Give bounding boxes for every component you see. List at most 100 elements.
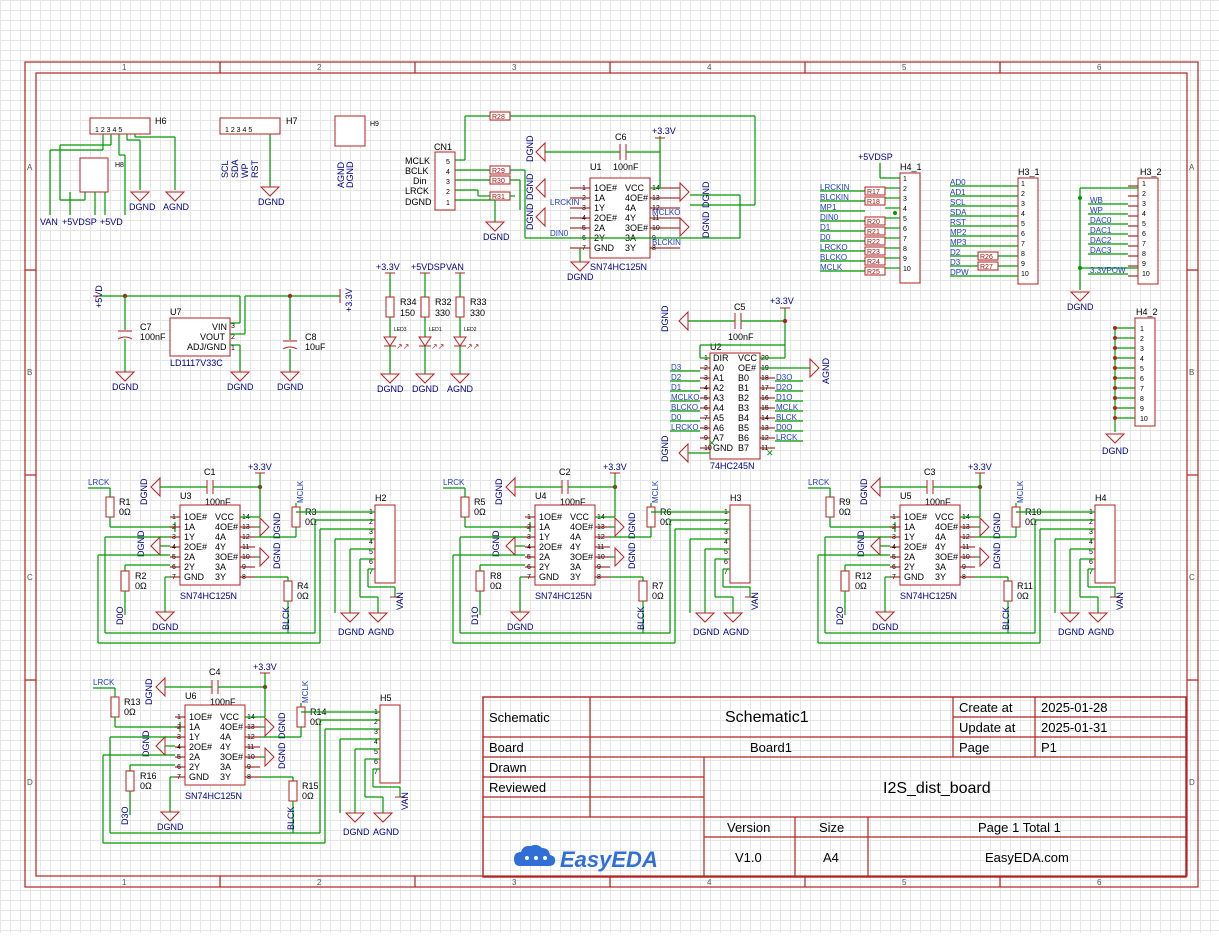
channel-pin-left: 2OE# (189, 742, 212, 752)
channel-cap-val: 100nF (205, 497, 231, 507)
u1-pin-left: 1A (594, 193, 605, 203)
u1-pin-right: 3OE# (625, 223, 648, 233)
channel-pin-right: 4Y (935, 542, 946, 552)
u2-pin-left: A3 (713, 393, 724, 403)
channel-header-dgnd: DGND (1058, 627, 1085, 637)
channel-pin-left: 1Y (539, 532, 550, 542)
header-h7[interactable]: 1 2 3 4 5 H7 SCL SDA WP RST DGND (219, 116, 298, 207)
tb-version-value: V1.0 (735, 850, 762, 865)
header-h4-1[interactable]: H4_1 +5VDSP 12345678910LRCKINBLCKINMP1DI… (820, 152, 922, 284)
channel-pin-right: 4OE# (570, 522, 593, 532)
channel-pin-left: GND (539, 572, 560, 582)
channel-pin-left: 1OE# (189, 712, 212, 722)
tb-website: EasyEDA.com (985, 850, 1069, 865)
header-h6[interactable]: 1 2 3 4 5 H6 DGND AGND (49, 116, 190, 215)
h4-1-resistor: R25 (867, 269, 880, 276)
h4-1-net: BLCKIN (820, 193, 849, 202)
h4-2-pin-num: 2 (1140, 336, 1144, 343)
led-resistor: R33 (470, 297, 487, 307)
header-h8[interactable]: H8 VAN +5VDSP +5VD (40, 157, 124, 227)
channel-header-pin-num: 4 (369, 539, 373, 546)
channel-ic-ref: U6 (185, 691, 197, 701)
channel-header-pin-num: 7 (724, 569, 728, 576)
channel-header-pin-num: 2 (1089, 519, 1093, 526)
header-h3-2[interactable]: H3_2 12345678910WBWPDAC0DAC1DAC2DAC33.3V… (1067, 167, 1162, 312)
u1-gnd-bottom: DGND (567, 272, 594, 282)
row-label-a-right: A (1189, 163, 1195, 172)
h3-1-pin-num: 2 (1021, 191, 1025, 198)
h4-2-ref: H4_2 (1136, 307, 1158, 317)
h3-1-pin-num: 4 (1021, 211, 1025, 218)
u2-pin-left: DIR (713, 353, 729, 363)
r30-ref: R30 (492, 178, 505, 185)
cn1-pin-lrck: LRCK (405, 186, 429, 196)
regulator-u7[interactable]: +5VD C7 100nF ADJ/GND DGND U7 VIN VOUT A… (93, 285, 354, 392)
channel-pin-left: 2OE# (539, 542, 562, 552)
led-resistor-value: 150 (400, 308, 415, 318)
channel-r-bot-val: 0Ω (140, 781, 152, 791)
channel-header-ref: H4 (1095, 493, 1107, 503)
channel-pin-right: VCC (570, 512, 590, 522)
channel-din-net: D3O (120, 806, 130, 825)
c6-ref: C6 (615, 132, 627, 142)
channel-u6[interactable]: LRCKR130ΩDGNDC4100nF+3.3VU61OE#11A21Y32O… (93, 662, 410, 844)
channel-dgnd-right-2: DGND (992, 542, 1002, 569)
channel-pin-right: 4Y (215, 542, 226, 552)
channel-din-net: D2O (835, 606, 845, 625)
channel-header-van: VAN (750, 592, 760, 610)
u2-pin-left: A5 (713, 413, 724, 423)
channel-u5[interactable]: LRCKR90ΩDGNDC3100nF+3.3VU51OE#11A21Y32OE… (808, 462, 1125, 644)
channel-r-bclk-val: 0Ω (1017, 591, 1029, 601)
h3-2-net: DAC0 (1090, 216, 1112, 225)
h3-1-pin-num: 10 (1021, 271, 1029, 278)
h8-net-van: VAN (40, 217, 58, 227)
h3-1-pin-num: 3 (1021, 201, 1025, 208)
u2-net-right: MCLK (776, 403, 799, 412)
h4-1-net: MP1 (820, 203, 837, 212)
title-block: Schematic Schematic1 Board Board1 Drawn … (482, 696, 1187, 878)
u2-pin-right: B3 (738, 403, 749, 413)
channel-u4[interactable]: LRCKR50ΩDGNDC2100nF+3.3VU41OE#11A21Y32OE… (443, 462, 760, 644)
u1-power: +3.3V (652, 126, 676, 136)
c7-ref: C7 (140, 322, 152, 332)
channel-pin-right: 4A (220, 732, 231, 742)
channel-cap-val: 100nF (925, 497, 951, 507)
u2-net-left: LRCKO (671, 423, 699, 432)
tb-reviewed-label: Reviewed (489, 780, 546, 795)
u2-pin-left: A7 (713, 433, 724, 443)
h3-1-net: SCL (950, 198, 966, 207)
h3-1-pin-num: 7 (1021, 241, 1025, 248)
led-ref: LED1 (429, 327, 442, 333)
channel-header-ref: H5 (380, 693, 392, 703)
channel-header-pin-num: 6 (724, 559, 728, 566)
h7-net-dgnd: DGND (258, 197, 285, 207)
channel-u3[interactable]: LRCKR10ΩDGNDC1100nF+3.3VU31OE#11A21Y32OE… (88, 462, 405, 644)
header-h9[interactable]: H9 AGND DGND (334, 115, 379, 188)
channel-header-pin-num: 6 (374, 759, 378, 766)
h4-1-resistor: R20 (867, 219, 880, 226)
h4-1-net: LRCKIN (820, 183, 850, 192)
h6-ref: H6 (155, 116, 167, 126)
channel-header-ref: H2 (375, 493, 387, 503)
tb-page-total: Page 1 Total 1 (978, 820, 1061, 835)
h3-2-pin-num: 5 (1142, 221, 1146, 228)
u1-gnd-right-1: DGND (701, 181, 711, 208)
h4-1-net: LRCKO (820, 243, 848, 252)
h3-2-pin-num: 10 (1142, 271, 1150, 278)
h4-2-pin-num: 1 (1140, 326, 1144, 333)
u1-pin-right: 3Y (625, 243, 636, 253)
header-h3-1[interactable]: H3_1 1AD02AD13SCL4SDA5RST6MP27MP38D29D31… (950, 167, 1040, 285)
u2-net-right: LRCK (776, 433, 798, 442)
h3-2-pin-num: 2 (1142, 191, 1146, 198)
channel-header-pin-num: 3 (724, 529, 728, 536)
h8-net-5vdsp: +5VDSP (62, 217, 97, 227)
tb-update-value: 2025-01-31 (1041, 720, 1108, 735)
h3-1-resistor: R27 (980, 264, 993, 271)
h4-2-pin-num: 7 (1140, 386, 1144, 393)
channel-header-agnd: AGND (723, 627, 750, 637)
